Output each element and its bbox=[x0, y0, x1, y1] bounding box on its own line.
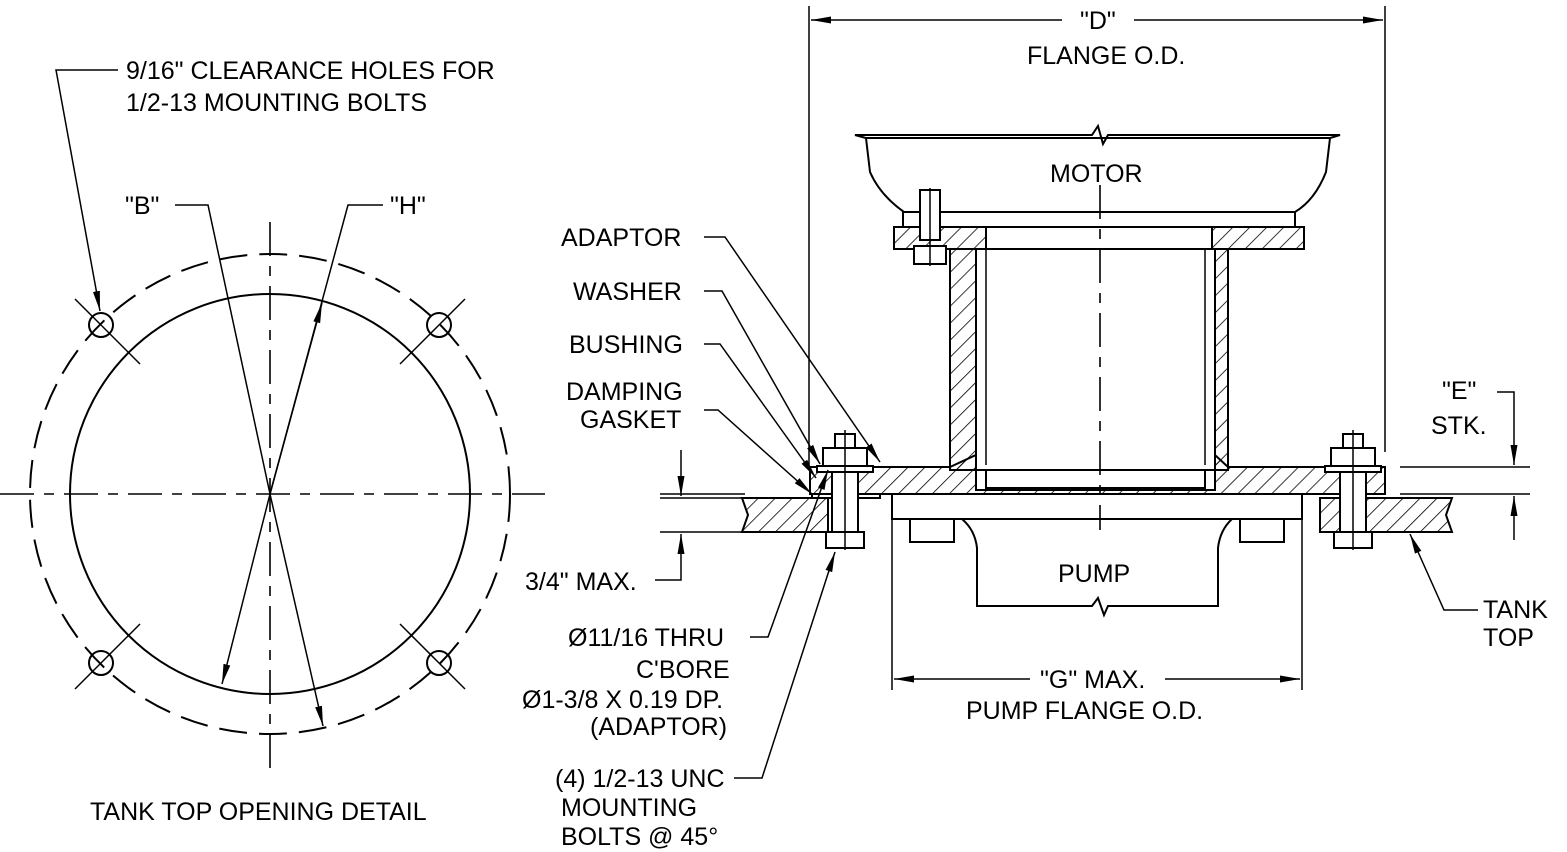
bolts-leader bbox=[734, 551, 836, 779]
tank-top-plate-left bbox=[740, 497, 829, 533]
thru-hole-leader bbox=[750, 469, 829, 638]
clearance-note-line-1: 9/16" CLEARANCE HOLES FOR bbox=[126, 57, 495, 85]
pump-flange bbox=[891, 493, 1303, 520]
pump-nut-left bbox=[909, 518, 955, 543]
washer-leader bbox=[704, 290, 821, 465]
max-thickness-label: 3/4" MAX. bbox=[525, 568, 637, 596]
bushing-leader bbox=[704, 343, 817, 479]
mounting-bolt-right bbox=[1324, 430, 1382, 550]
tank-top-leader bbox=[1409, 533, 1478, 611]
adaptor-wall-right bbox=[1214, 248, 1229, 471]
tank-top-label-2: TOP bbox=[1483, 624, 1534, 652]
motor-flange bbox=[902, 211, 1296, 228]
adaptor-wall-left bbox=[949, 248, 977, 471]
thru-hole-label-1: Ø11/16 THRU bbox=[568, 624, 724, 652]
tank-top-opening-detail: 9/16" CLEARANCE HOLES FOR 1/2-13 MOUNTIN… bbox=[0, 57, 545, 826]
dim-e-label-2: STK. bbox=[1431, 412, 1487, 440]
thru-hole-label-2: C'BORE bbox=[636, 656, 730, 684]
mounting-bolt-left bbox=[816, 430, 874, 550]
motor-label: MOTOR bbox=[1050, 160, 1143, 188]
damping-gasket-leader bbox=[704, 409, 813, 495]
motor-bolt bbox=[913, 188, 947, 266]
clearance-hole-bottom-right bbox=[399, 623, 466, 690]
adaptor-lower-bore bbox=[985, 469, 1206, 489]
thru-hole-label-4: (ADAPTOR) bbox=[590, 713, 727, 741]
dim-h-arrow-down bbox=[269, 493, 324, 727]
pump-flange-od-label: PUMP FLANGE O.D. bbox=[966, 697, 1203, 725]
dim-h-label: "H" bbox=[390, 192, 426, 220]
clearance-hole-top-left bbox=[74, 298, 141, 365]
adaptor-leader bbox=[704, 236, 881, 463]
bolts-label-2: MOUNTING bbox=[561, 794, 697, 822]
dim-d-label: "D" bbox=[1080, 7, 1116, 35]
pump-label: PUMP bbox=[1058, 560, 1130, 588]
dim-g-label: "G" MAX. bbox=[1040, 666, 1145, 694]
dim-e-label-1: "E" bbox=[1442, 377, 1476, 405]
washer-label: WASHER bbox=[573, 278, 682, 306]
dim-h-arrow-up bbox=[269, 302, 323, 495]
clearance-note-line-2: 1/2-13 MOUNTING BOLTS bbox=[126, 89, 427, 117]
detail-title: TANK TOP OPENING DETAIL bbox=[90, 798, 427, 826]
dim-b-leader bbox=[175, 204, 271, 685]
flange-od-label: FLANGE O.D. bbox=[1027, 42, 1185, 70]
dim-b-label: "B" bbox=[125, 192, 159, 220]
dim-e-arrow-top bbox=[1497, 391, 1518, 465]
pump-nut-right bbox=[1239, 518, 1285, 543]
bolts-label-1: (4) 1/2-13 UNC bbox=[555, 765, 725, 793]
thru-hole-label-3: Ø1-3/8 X 0.19 DP. bbox=[522, 686, 723, 714]
damping-gasket-label-1: DAMPING bbox=[566, 378, 683, 406]
dim-h-leader bbox=[269, 204, 383, 495]
pump-assembly-section: "D" FLANGE O.D. MOTOR PUMP ADAPTOR WASHE… bbox=[522, 6, 1548, 851]
clearance-hole-bottom-left bbox=[74, 623, 141, 690]
bushing-label: BUSHING bbox=[569, 331, 683, 359]
clearance-note-leader bbox=[55, 69, 118, 312]
adaptor-bore bbox=[975, 248, 1216, 471]
tank-top-label-1: TANK bbox=[1483, 596, 1548, 624]
pump-body bbox=[961, 518, 1233, 618]
adaptor-label: ADAPTOR bbox=[561, 224, 681, 252]
dim-thickness-arrow-bottom bbox=[655, 534, 685, 581]
damping-gasket-label-2: GASKET bbox=[580, 406, 681, 434]
clearance-hole-top-right bbox=[399, 298, 466, 365]
adaptor-upper-flange-right bbox=[1211, 226, 1305, 250]
motor-outline bbox=[854, 123, 1341, 213]
bolts-label-3: BOLTS @ 45° bbox=[561, 823, 718, 851]
